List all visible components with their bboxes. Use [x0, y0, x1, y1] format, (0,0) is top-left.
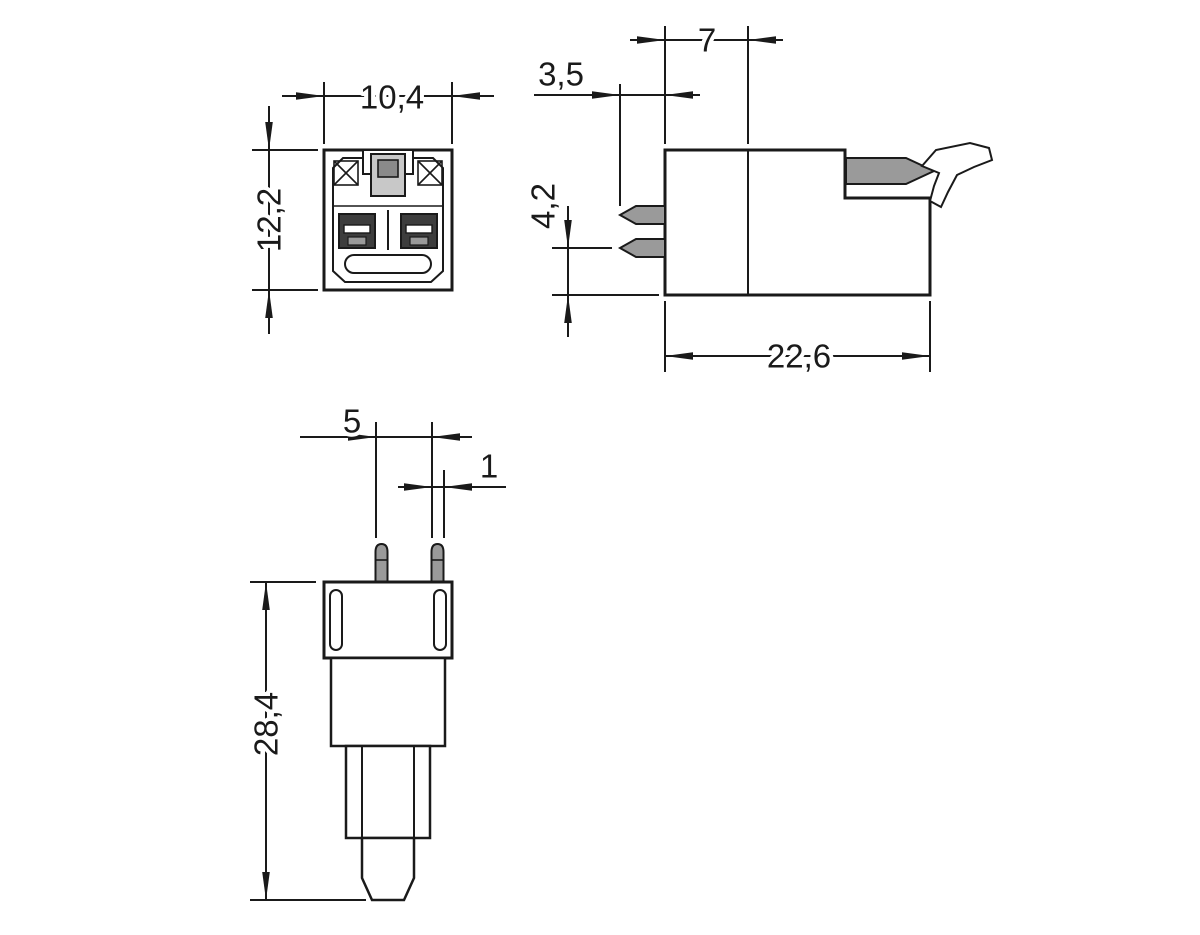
dim-side-collar: 7 — [630, 18, 783, 144]
arrowhead — [265, 122, 273, 150]
pin-left — [374, 542, 389, 583]
arrowhead — [665, 91, 693, 99]
dim-label-pin-width: 1 — [480, 448, 498, 485]
mounting-tab — [360, 836, 416, 902]
keying-box-left — [333, 160, 359, 186]
dim-label-overall-length: 28,4 — [248, 692, 285, 756]
latch-arm — [845, 157, 937, 185]
dim-label-depth: 22,6 — [767, 338, 831, 375]
solder-pin-upper — [617, 205, 666, 225]
front-view: 10,4 12,2 — [247, 75, 494, 334]
arrowhead — [564, 295, 572, 323]
arrowhead — [564, 220, 572, 248]
dim-label-pin-length: 3,5 — [538, 56, 584, 93]
arrowhead — [262, 582, 270, 610]
arrowhead — [296, 92, 324, 100]
keying-box-right-diagonal — [417, 160, 443, 186]
solder-pin-lower — [617, 238, 666, 258]
arrowhead — [902, 352, 930, 360]
latch-release-lever — [920, 141, 994, 209]
coding-slot — [344, 254, 432, 274]
housing-lower-section — [344, 744, 432, 840]
keying-box-right — [417, 160, 443, 186]
contact-slot-right — [405, 224, 433, 234]
arrowhead — [637, 36, 665, 44]
dim-label-collar: 7 — [698, 22, 716, 59]
housing-upper-section — [322, 580, 454, 660]
side-groove-right — [433, 589, 447, 651]
arrowhead — [265, 290, 273, 318]
contact-slot-left — [343, 224, 371, 234]
dim-side-depth: 22,6 — [664, 301, 931, 379]
dim-top-overall-length: 28,4 — [244, 581, 366, 901]
latch-notch — [377, 159, 399, 178]
dim-top-pin-width: 1 — [398, 444, 506, 538]
arrowhead — [404, 483, 432, 491]
side-view: 3,5 7 4,2 — [521, 18, 994, 379]
dim-side-pin-length: 3,5 — [534, 52, 700, 206]
arrowhead — [262, 872, 270, 900]
arrowhead — [432, 433, 460, 441]
dim-side-pin-offset: 4,2 — [521, 179, 659, 337]
arrowhead — [444, 483, 472, 491]
top-view: 5 1 28,4 — [244, 399, 506, 902]
dim-label-pin-pitch: 5 — [343, 403, 361, 440]
housing-mid-section — [329, 656, 447, 748]
dim-front-height: 12,2 — [247, 106, 318, 334]
side-groove-left — [329, 589, 343, 651]
dim-top-pin-pitch: 5 — [300, 399, 472, 538]
contact-spring-right — [409, 236, 429, 246]
pin-right — [430, 542, 445, 583]
arrowhead — [592, 91, 620, 99]
arrowhead — [452, 92, 480, 100]
arrowhead — [665, 352, 693, 360]
dim-label-front-height: 12,2 — [251, 188, 288, 252]
dim-label-front-width: 10,4 — [360, 79, 424, 116]
arrowhead — [748, 36, 776, 44]
contact-spring-left — [347, 236, 367, 246]
keying-box-left-diagonal — [333, 160, 359, 186]
dim-front-width: 10,4 — [282, 75, 494, 144]
dim-label-pin-offset: 4,2 — [525, 183, 562, 229]
arrowhead — [348, 433, 376, 441]
